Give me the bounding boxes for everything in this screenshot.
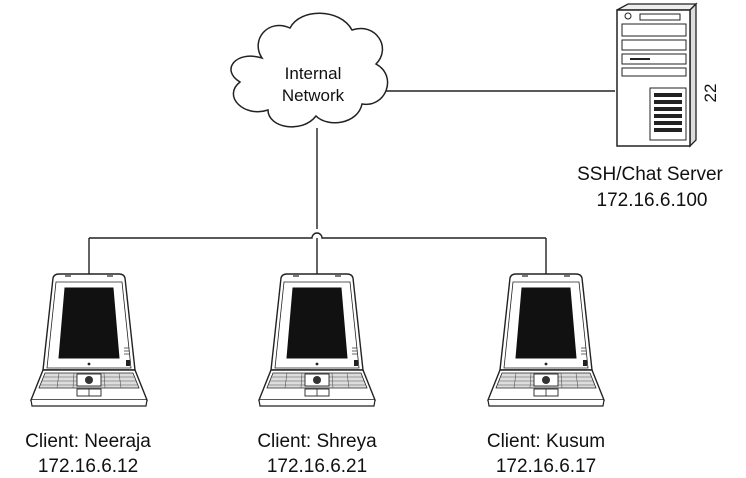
server-port-label: 22 (701, 84, 720, 103)
internal-network-cloud: Internal Network (230, 12, 389, 128)
server-top (616, 3, 698, 11)
laptop-icon (258, 273, 376, 407)
server-ip: 172.16.6.100 (597, 190, 708, 211)
drive-bay (621, 39, 687, 51)
client-neeraja: Client: Neeraja 172.16.6.12 (25, 273, 151, 477)
drive-bay (621, 67, 687, 77)
power-icon (624, 12, 632, 20)
cloud-label-line1: Internal (285, 64, 342, 83)
client-name: Client: Neeraja (25, 431, 151, 452)
server-name: SSH/Chat Server (577, 164, 723, 185)
laptop-icon (30, 273, 148, 407)
client-bus-line (89, 232, 546, 239)
server-side (689, 2, 697, 148)
client-shreya: Client: Shreya 172.16.6.21 (257, 273, 377, 477)
drive-bay (639, 13, 681, 21)
server: 22 SSH/Chat Server 172.16.6.100 (577, 2, 724, 211)
client-ip: 172.16.6.17 (496, 456, 596, 477)
drive-bay (621, 53, 687, 65)
drive-bay (621, 23, 687, 37)
client-ip: 172.16.6.21 (267, 456, 367, 477)
client-name: Client: Kusum (487, 431, 605, 452)
client-ip: 172.16.6.12 (38, 456, 138, 477)
client-kusum: Client: Kusum 172.16.6.17 (487, 273, 605, 477)
laptop-icon (487, 273, 605, 407)
cloud-label-line2: Network (282, 86, 345, 105)
network-links (88, 90, 615, 278)
client-name: Client: Shreya (257, 431, 377, 452)
